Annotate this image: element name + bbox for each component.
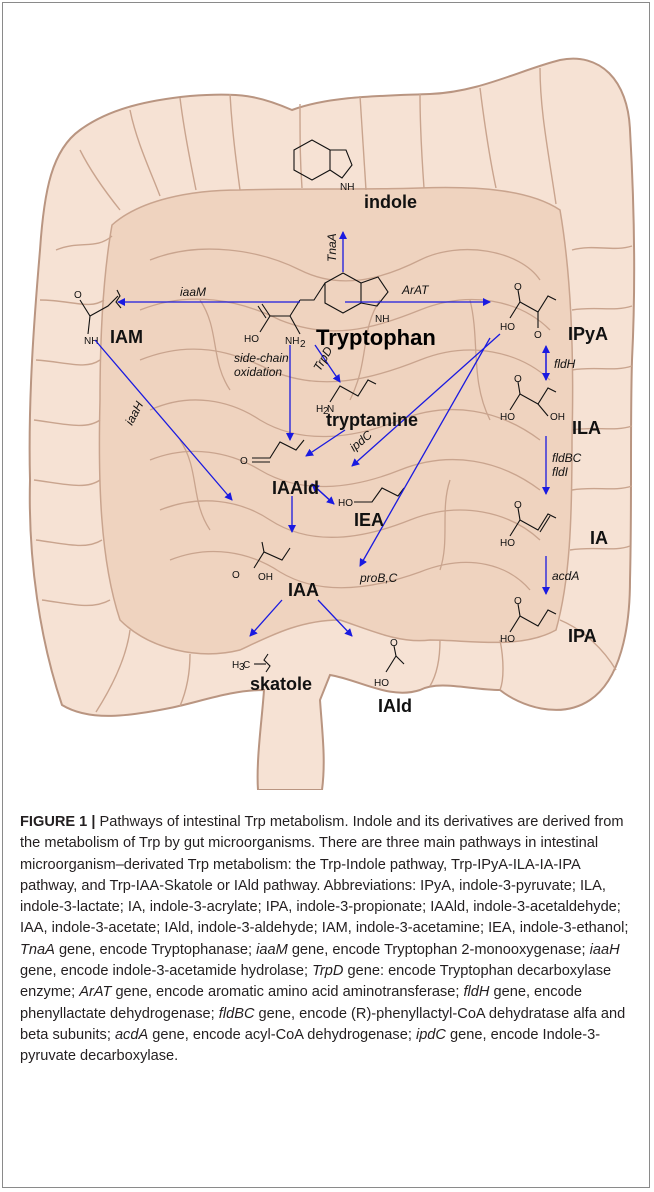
caption-text-9: gene, encode acyl-CoA dehydrogenase; [148, 1027, 416, 1043]
gene-sidechain-1: side-chain [234, 351, 289, 365]
gene-tnaa: TnaA [325, 233, 339, 262]
caption-text-2: gene, encode Tryptophanase; [55, 942, 256, 958]
label-iea: IEA [354, 510, 384, 530]
label-ipa: IPA [568, 626, 597, 646]
label-indole: indole [364, 192, 417, 212]
iald-ho-label: HO [374, 678, 389, 689]
caption-gene-6: fldH [463, 984, 489, 1000]
gene-fldbc: fldBC [552, 451, 582, 465]
ipya-o1-label: O [514, 282, 522, 293]
label-iald: IAld [378, 696, 412, 716]
gene-arat: ArAT [401, 283, 430, 297]
tryptophan-ho-label: HO [244, 334, 259, 345]
caption-gene-7: fldBC [219, 1006, 255, 1022]
ila-o-label: O [514, 374, 522, 385]
ipya-ho-label: HO [500, 322, 515, 333]
caption-text-6: gene, encode aromatic amino acid aminotr… [111, 984, 463, 1000]
ipa-o-label: O [514, 596, 522, 607]
caption-text-1: Pathways of intestinal Trp metabolism. I… [20, 814, 628, 936]
label-tryptophan: Tryptophan [316, 325, 436, 350]
iaa-oh-label: OH [258, 572, 273, 583]
ia-o-label: O [514, 500, 522, 511]
indole-nh-label: NH [340, 182, 354, 193]
pathway-diagram: NH HO NH 2 NH O NH HO O O HO O OH HO O [0, 0, 654, 790]
ipya-o2-label: O [534, 330, 542, 341]
label-iam: IAM [110, 327, 143, 347]
caption-gene-2: iaaM [256, 942, 288, 958]
iaald-o-label: O [240, 456, 248, 467]
label-ila: ILA [572, 418, 601, 438]
caption-gene-3: iaaH [590, 942, 620, 958]
gene-fldh: fldH [554, 357, 576, 371]
label-ipya: IPyA [568, 324, 608, 344]
label-iaa: IAA [288, 580, 319, 600]
iald-o-label: O [390, 638, 398, 649]
ipa-ho-label: HO [500, 634, 515, 645]
gene-iaam: iaaM [180, 285, 206, 299]
figure-caption: FIGURE 1 | Pathways of intestinal Trp me… [20, 812, 632, 1068]
label-ia: IA [590, 528, 608, 548]
caption-gene-8: acdA [115, 1027, 148, 1043]
gene-acda: acdA [552, 569, 579, 583]
caption-gene-5: ArAT [79, 984, 111, 1000]
tryptophan-nh2-label: NH [285, 336, 299, 347]
gene-fldi: fldI [552, 465, 569, 479]
label-skatole: skatole [250, 674, 312, 694]
gene-probc: proB,C [359, 571, 398, 585]
iaa-o-label: O [232, 570, 240, 581]
caption-label: FIGURE 1 | [20, 814, 95, 830]
ila-ho-label: HO [500, 412, 515, 423]
caption-text-4: gene, encode indole-3-acetamide hydrolas… [20, 963, 312, 979]
skatole-c-label: C [243, 660, 250, 671]
label-tryptamine: tryptamine [326, 410, 418, 430]
caption-text-3: gene, encode Tryptophan 2-monooxygenase; [288, 942, 590, 958]
iam-o-label: O [74, 290, 82, 301]
ia-ho-label: HO [500, 538, 515, 549]
caption-gene-9: ipdC [416, 1027, 446, 1043]
tryptophan-nh2-sub: 2 [300, 339, 306, 350]
ila-oh-label: OH [550, 412, 565, 423]
gene-sidechain-2: oxidation [234, 365, 282, 379]
caption-gene-1: TnaA [20, 942, 55, 958]
iea-ho-label: HO [338, 498, 353, 509]
tryptophan-nh-label: NH [375, 314, 389, 325]
label-iaald: IAAld [272, 478, 319, 498]
caption-gene-4: TrpD [312, 963, 343, 979]
